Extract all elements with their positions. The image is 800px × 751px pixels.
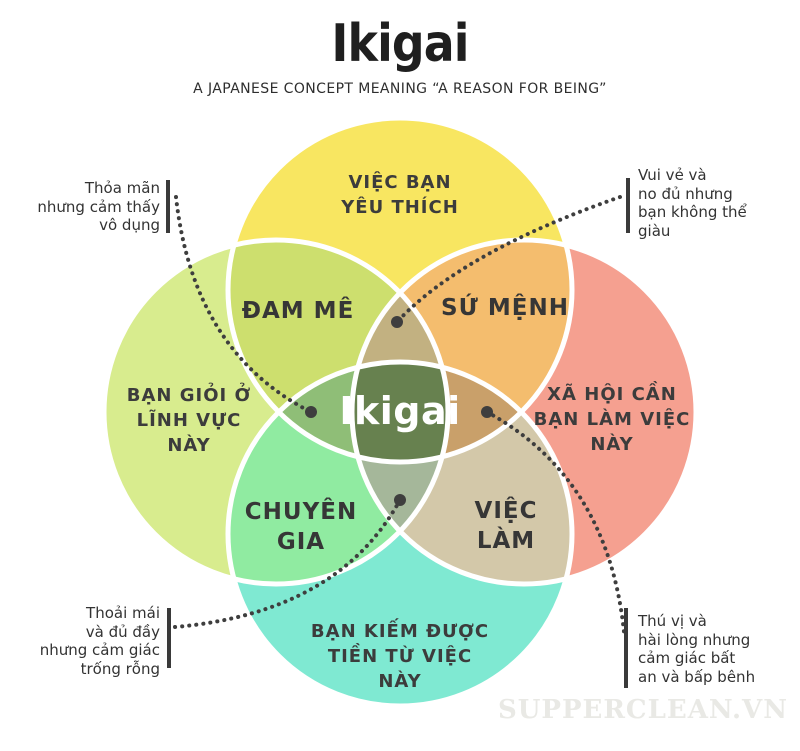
annotation-top-right: Vui vẻ và no đủ nhưng bạn không thể giàu (638, 166, 747, 240)
label-overlap-vocation: VIỆC LÀM (474, 498, 538, 554)
connector-bottom-right (485, 410, 626, 634)
annotation-bars (166, 178, 630, 688)
connector-bottom-left (173, 498, 402, 629)
connector-top-right (395, 195, 622, 324)
dot-triple-right (481, 406, 493, 418)
annotation-bar-bottom-left (167, 608, 171, 668)
annotation-bar-top-right (626, 178, 630, 233)
dot-triple-left (305, 406, 317, 418)
label-overlap-profession: CHUYÊN GIA (244, 499, 358, 555)
annotation-bottom-left: Thoải mái và đủ đầy nhưng cảm giác trống… (39, 604, 160, 678)
page-title: Ikigai (331, 14, 469, 74)
label-overlap-mission: SỨ MỆNH (441, 295, 569, 322)
annotation-top-left: Thỏa mãn nhưng cảm thấy vô dụng (37, 179, 160, 234)
label-circle-bottom: BẠN KIẾM ĐƯỢC TIỀN TỪ VIỆC NÀY (310, 621, 490, 693)
dot-triple-bottom (394, 494, 406, 506)
page-subtitle: A JAPANESE CONCEPT MEANING “A REASON FOR… (193, 81, 607, 97)
circle-outlines (101, 115, 699, 709)
annotation-bar-top-left (166, 180, 170, 233)
label-center-ikigai: Ikigai (339, 389, 461, 433)
watermark: SUPPERCLEAN.VN (497, 695, 788, 725)
dot-triple-top (391, 316, 403, 328)
label-circle-top: VIỆC BẠN YÊU THÍCH (341, 171, 459, 218)
label-circle-left: BẠN GIỎI Ở LĨNH VỰC NÀY (126, 385, 252, 457)
annotation-bar-bottom-right (624, 608, 628, 688)
label-circle-right: XÃ HỘI CẦN BẠN LÀM VIỆC NÀY (533, 384, 691, 456)
connector-top-left (174, 195, 313, 414)
annotation-bottom-right: Thú vị và hài lòng nhưng cảm giác bất an… (638, 612, 756, 686)
callout-connectors (173, 195, 626, 634)
label-overlap-passion: ĐAM MÊ (241, 298, 355, 325)
connector-endpoint-dots (305, 316, 493, 506)
